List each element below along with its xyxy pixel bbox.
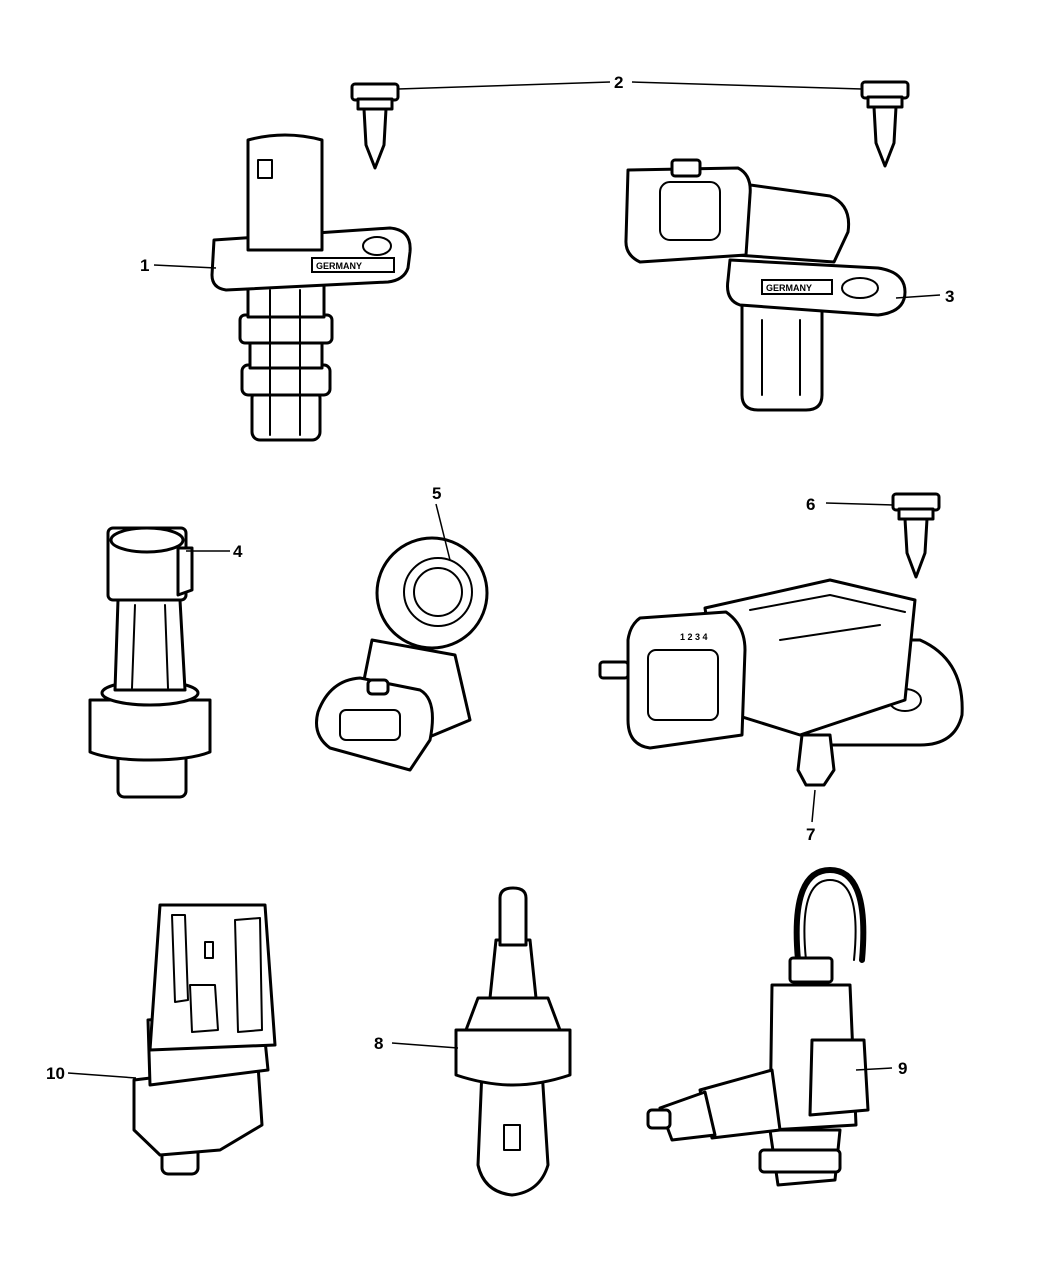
callout-2: 2 <box>614 73 623 92</box>
leader-2-right <box>631 81 863 90</box>
leader-2-left <box>397 81 611 90</box>
sensor-part-7: 1 2 3 4 <box>598 578 964 787</box>
stamp-germany-3: GERMANY <box>766 283 812 293</box>
bolt-left <box>350 82 400 170</box>
callout-5: 5 <box>432 484 441 503</box>
bolt-part-6 <box>891 492 941 579</box>
leader-6 <box>825 502 894 506</box>
stamp-pins-7: 1 2 3 4 <box>680 632 708 642</box>
leader-8 <box>391 1042 459 1049</box>
leader-1 <box>153 264 217 269</box>
callout-4: 4 <box>233 542 243 561</box>
sensor-part-9 <box>646 867 870 1187</box>
sensor-part-3: GERMANY <box>624 158 907 412</box>
sensor-part-5 <box>315 536 489 772</box>
callout-7: 7 <box>806 825 815 844</box>
callout-3: 3 <box>945 287 954 306</box>
sensor-part-1: GERMANY <box>210 133 412 442</box>
stamp-germany-1: GERMANY <box>316 261 362 271</box>
sensor-part-4 <box>88 526 212 799</box>
callout-10: 10 <box>46 1064 65 1083</box>
callout-1: 1 <box>140 256 149 275</box>
leader-3 <box>895 294 941 299</box>
callout-6: 6 <box>806 495 815 514</box>
leader-5 <box>435 503 451 561</box>
leader-7 <box>811 789 816 823</box>
sensor-part-10 <box>132 903 277 1176</box>
bolt-right <box>860 80 910 168</box>
sensor-part-8 <box>454 886 572 1197</box>
callout-9: 9 <box>898 1059 907 1078</box>
callout-8: 8 <box>374 1034 383 1053</box>
leader-10 <box>67 1072 137 1079</box>
leader-9 <box>855 1067 893 1071</box>
